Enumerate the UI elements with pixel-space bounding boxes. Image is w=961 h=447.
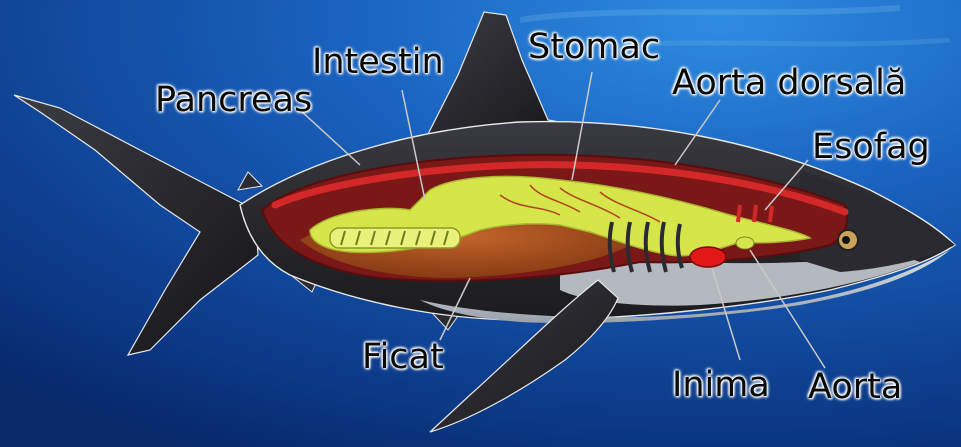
- eye-pupil: [842, 236, 850, 244]
- spiral-valve: [330, 228, 460, 248]
- label-inima: Inima: [672, 368, 770, 403]
- label-stomac: Stomac: [528, 30, 660, 65]
- heart: [690, 247, 726, 267]
- label-esofag: Esofag: [812, 130, 930, 165]
- label-pancreas: Pancreas: [155, 83, 312, 118]
- label-aorta-dorsala: Aorta dorsală: [672, 66, 906, 101]
- label-aorta: Aorta: [808, 370, 902, 405]
- label-ficat: Ficat: [362, 340, 444, 375]
- label-intestin: Intestin: [312, 45, 444, 80]
- ventral-aorta-node: [736, 237, 754, 249]
